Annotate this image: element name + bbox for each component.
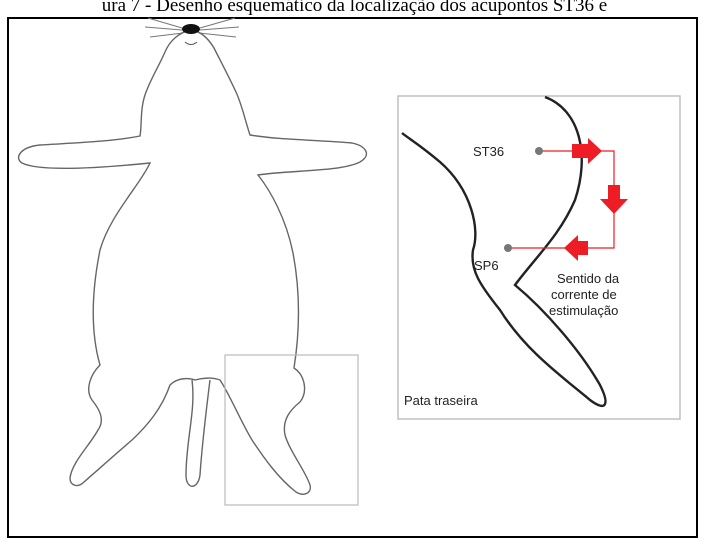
sp6-point — [504, 244, 512, 252]
mouth — [185, 42, 197, 45]
sp6-label: SP6 — [474, 258, 499, 273]
rat-body-outline — [19, 30, 367, 494]
nose-icon — [182, 24, 200, 34]
paw-label: Pata traseira — [404, 393, 478, 408]
st36-point — [535, 147, 543, 155]
direction-label-line2: corrente de — [551, 287, 617, 302]
direction-label-line3: estimulação — [549, 303, 618, 318]
direction-label-line1: Sentido da — [557, 271, 620, 286]
st36-label: ST36 — [473, 144, 504, 159]
zoom-region-box — [225, 355, 358, 505]
inset-panel — [398, 96, 680, 419]
tail-outline — [186, 380, 210, 486]
